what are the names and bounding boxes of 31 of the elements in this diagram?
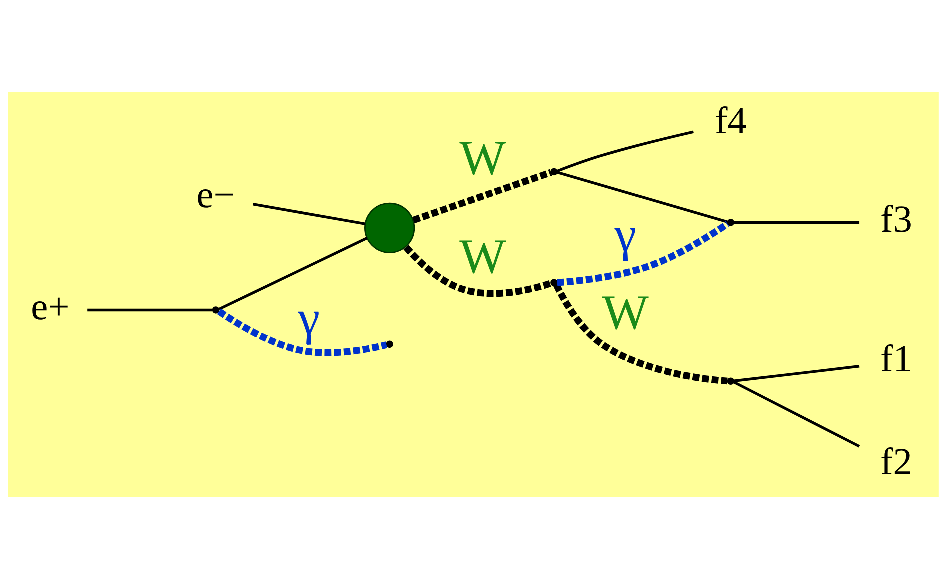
connector	[557, 220, 730, 286]
node-text: e−	[196, 174, 236, 216]
edge-label: W	[602, 284, 649, 340]
node-point	[550, 168, 558, 176]
node-point	[727, 377, 735, 385]
node-point	[386, 340, 394, 348]
connector	[734, 364, 860, 382]
node-point	[727, 218, 735, 226]
connector	[404, 244, 552, 297]
connector	[734, 220, 860, 224]
connector	[554, 283, 728, 384]
connector	[217, 308, 388, 356]
connector	[218, 236, 368, 310]
connector	[88, 308, 213, 312]
node-text: f4	[714, 100, 747, 142]
node-circle	[364, 202, 416, 253]
edge-label: W	[460, 130, 506, 186]
connector	[253, 202, 366, 225]
connector	[734, 380, 860, 448]
connector	[556, 130, 694, 172]
node-point	[550, 278, 558, 286]
node-text: f3	[880, 198, 912, 241]
node-text: f2	[880, 440, 912, 483]
edge-label: W	[460, 228, 506, 284]
node-text: e+	[31, 286, 70, 328]
node-text: f1	[880, 338, 912, 380]
connector	[412, 168, 552, 224]
node-point	[212, 306, 220, 314]
edge-label: γ	[614, 206, 636, 262]
edge-label: γ	[298, 290, 320, 346]
connector	[557, 170, 728, 223]
